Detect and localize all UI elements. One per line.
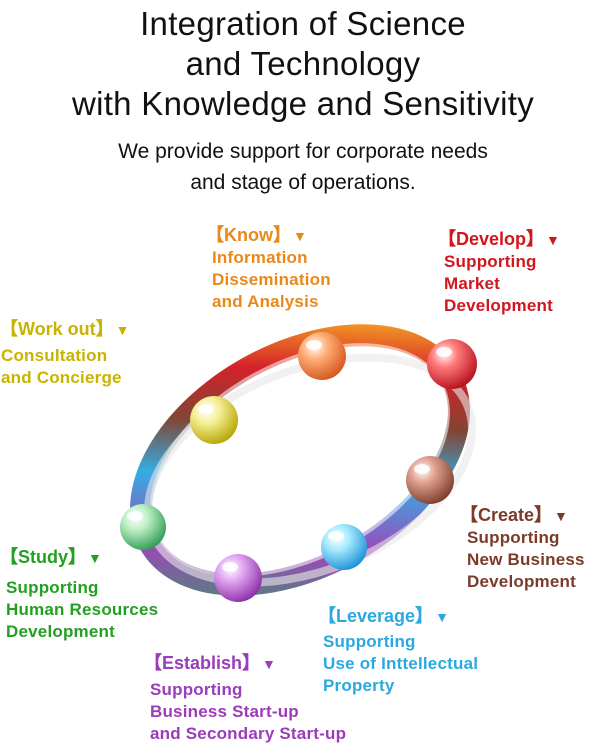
- stage-label-know: 【Know】▼ Information Dissemination and An…: [206, 224, 331, 313]
- triangle-down-icon: ▼: [546, 232, 560, 248]
- stage-leverage-description: Supporting Use of Inttellectual Property: [323, 631, 478, 697]
- stage-label-study: 【Study】▼ Supporting Human Resources Deve…: [0, 546, 158, 643]
- stage-leverage-line: Use of Inttellectual: [323, 654, 479, 673]
- subtitle-line-2: and stage of operations.: [190, 171, 416, 194]
- stage-leverage-line: Supporting: [323, 632, 416, 651]
- stage-know-heading: 【Know】▼: [206, 224, 331, 247]
- page-subtitle: We provide support for corporate needs a…: [0, 136, 606, 198]
- stage-sphere-establish: [214, 554, 262, 602]
- triangle-down-icon: ▼: [554, 508, 568, 524]
- triangle-down-icon: ▼: [262, 656, 276, 672]
- stage-study-line: Human Resources: [6, 600, 159, 619]
- stage-know-description: Information Dissemination and Analysis: [212, 247, 331, 313]
- stage-create-line: New Business: [467, 550, 585, 569]
- stage-establish-line: and Secondary Start-up: [150, 724, 347, 743]
- stage-sphere-develop: [427, 339, 477, 389]
- title-line-2: and Technology: [185, 45, 421, 82]
- stage-study-line: Development: [6, 622, 115, 641]
- stage-leverage-heading: 【Leverage】▼: [318, 605, 478, 628]
- stage-sphere-study: [120, 504, 166, 550]
- stage-know-line: Dissemination: [212, 270, 331, 289]
- stage-develop-line: Market: [444, 274, 501, 293]
- stage-develop-line: Supporting: [444, 252, 537, 271]
- triangle-down-icon: ▼: [115, 322, 130, 338]
- stage-sphere-workout: [190, 396, 238, 444]
- triangle-down-icon: ▼: [293, 228, 307, 244]
- stage-label-create: 【Create】▼ Supporting New Business Develo…: [460, 504, 585, 593]
- stage-study-line: Supporting: [6, 578, 99, 597]
- stage-sphere-know: [298, 332, 346, 380]
- stage-create-line: Supporting: [467, 528, 560, 547]
- stage-workout-description: Consultation and Concierge: [1, 345, 130, 389]
- stage-establish-description: Supporting Business Start-up and Seconda…: [150, 679, 346, 745]
- triangle-down-icon: ▼: [435, 609, 449, 625]
- stage-workout-title: 【Work out】: [0, 319, 114, 339]
- stage-create-description: Supporting New Business Development: [467, 527, 585, 593]
- stage-establish-heading: 【Establish】▼: [144, 652, 346, 675]
- stage-know-line: Information: [212, 248, 308, 267]
- stage-develop-title: 【Develop】: [438, 229, 545, 249]
- stage-workout-line: Consultation: [1, 346, 108, 365]
- stage-develop-description: Supporting Market Development: [444, 251, 560, 317]
- stage-establish-line: Supporting: [150, 680, 243, 699]
- stage-establish-line: Business Start-up: [150, 702, 299, 721]
- stage-label-workout: 【Work out】▼ Consultation and Concierge: [0, 318, 130, 389]
- stage-sphere-create: [406, 456, 454, 504]
- stage-create-heading: 【Create】▼: [460, 504, 585, 527]
- stage-study-title: 【Study】: [0, 547, 87, 567]
- title-line-3: with Knowledge and Sensitivity: [71, 85, 535, 122]
- page-title: Integration of Science and Technology wi…: [0, 4, 606, 124]
- triangle-down-icon: ▼: [88, 550, 102, 566]
- stage-label-leverage: 【Leverage】▼ Supporting Use of Inttellect…: [318, 605, 478, 697]
- subtitle-line-1: We provide support for corporate needs: [118, 140, 488, 163]
- stage-create-title: 【Create】: [460, 505, 553, 525]
- stage-sphere-leverage: [321, 524, 367, 570]
- stage-leverage-line: Property: [323, 676, 395, 695]
- stage-create-line: Development: [467, 572, 576, 591]
- title-line-1: Integration of Science: [140, 5, 466, 42]
- stage-leverage-title: 【Leverage】: [318, 606, 434, 626]
- stage-know-line: and Analysis: [212, 292, 319, 311]
- stage-workout-heading: 【Work out】▼: [0, 318, 130, 341]
- stage-develop-line: Development: [444, 296, 553, 315]
- stage-label-develop: 【Develop】▼ Supporting Market Development: [438, 228, 560, 317]
- ring-band: [130, 324, 477, 596]
- stage-study-heading: 【Study】▼: [0, 546, 158, 569]
- stage-establish-title: 【Establish】: [144, 653, 261, 673]
- stage-develop-heading: 【Develop】▼: [438, 228, 560, 251]
- stage-study-description: Supporting Human Resources Development: [6, 577, 158, 643]
- stage-workout-line: and Concierge: [1, 368, 122, 387]
- stage-label-establish: 【Establish】▼ Supporting Business Start-u…: [144, 652, 346, 745]
- stage-know-title: 【Know】: [206, 225, 291, 245]
